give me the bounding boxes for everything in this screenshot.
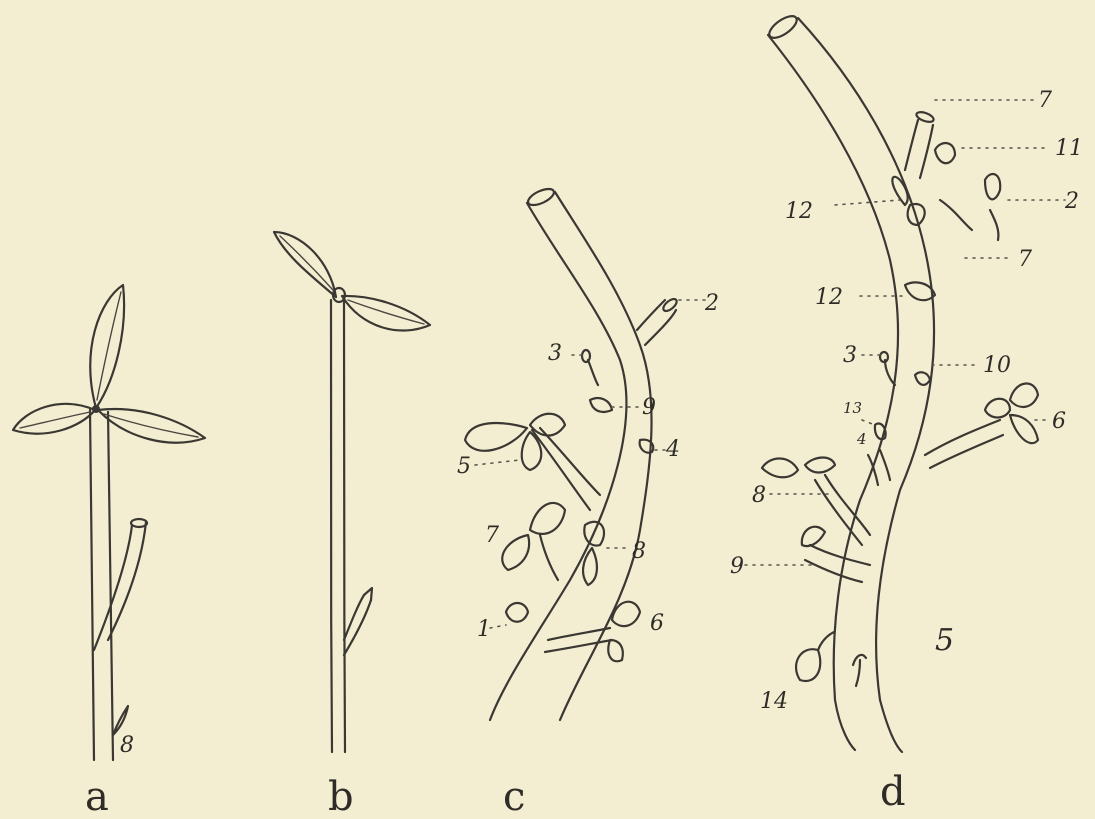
label-d-6: 6 bbox=[1052, 409, 1066, 434]
label-d-7-mid: 7 bbox=[1018, 247, 1032, 272]
label-d-2: 2 bbox=[1064, 189, 1079, 214]
label-d-4: 4 bbox=[856, 430, 867, 448]
caption-d: d bbox=[880, 769, 906, 815]
caption-a: a bbox=[85, 774, 109, 819]
label-a-8: 8 bbox=[120, 733, 134, 758]
panel-c-labels: 2 3 9 4 5 7 8 1 6 bbox=[457, 291, 719, 642]
panel-c-drawing bbox=[465, 186, 679, 720]
label-c-2: 2 bbox=[704, 291, 719, 316]
panel-d-drawing bbox=[762, 12, 1038, 752]
label-d-3: 3 bbox=[843, 343, 857, 368]
label-d-12-mid: 12 bbox=[815, 285, 843, 310]
label-d-13: 13 bbox=[843, 399, 862, 417]
label-c-1: 1 bbox=[477, 617, 491, 642]
caption-b: b bbox=[328, 774, 354, 819]
label-c-4: 4 bbox=[665, 437, 680, 462]
panel-a-drawing bbox=[13, 285, 205, 760]
label-c-3: 3 bbox=[548, 341, 562, 366]
panel-d-labels: 7 11 12 2 7 12 3 10 13 6 4 8 9 14 bbox=[730, 88, 1083, 714]
label-c-9: 9 bbox=[642, 395, 656, 420]
label-c-6: 6 bbox=[650, 611, 664, 636]
label-d-8: 8 bbox=[752, 483, 766, 508]
caption-c: c bbox=[503, 774, 525, 819]
label-d-11: 11 bbox=[1055, 136, 1083, 161]
label-c-7: 7 bbox=[485, 523, 499, 548]
panel-b-drawing bbox=[274, 232, 430, 752]
label-d-7-top: 7 bbox=[1038, 88, 1052, 113]
leader-lines bbox=[475, 100, 1065, 628]
label-d-9: 9 bbox=[730, 554, 744, 579]
panel-captions: a b c d bbox=[85, 769, 906, 819]
label-d-10: 10 bbox=[983, 353, 1011, 378]
figure-number: 5 bbox=[935, 623, 954, 658]
label-d-12-upper: 12 bbox=[785, 199, 813, 224]
label-c-5: 5 bbox=[457, 454, 471, 479]
label-d-14: 14 bbox=[760, 689, 788, 714]
label-c-8: 8 bbox=[632, 539, 646, 564]
panel-a-labels: 8 bbox=[120, 733, 134, 758]
